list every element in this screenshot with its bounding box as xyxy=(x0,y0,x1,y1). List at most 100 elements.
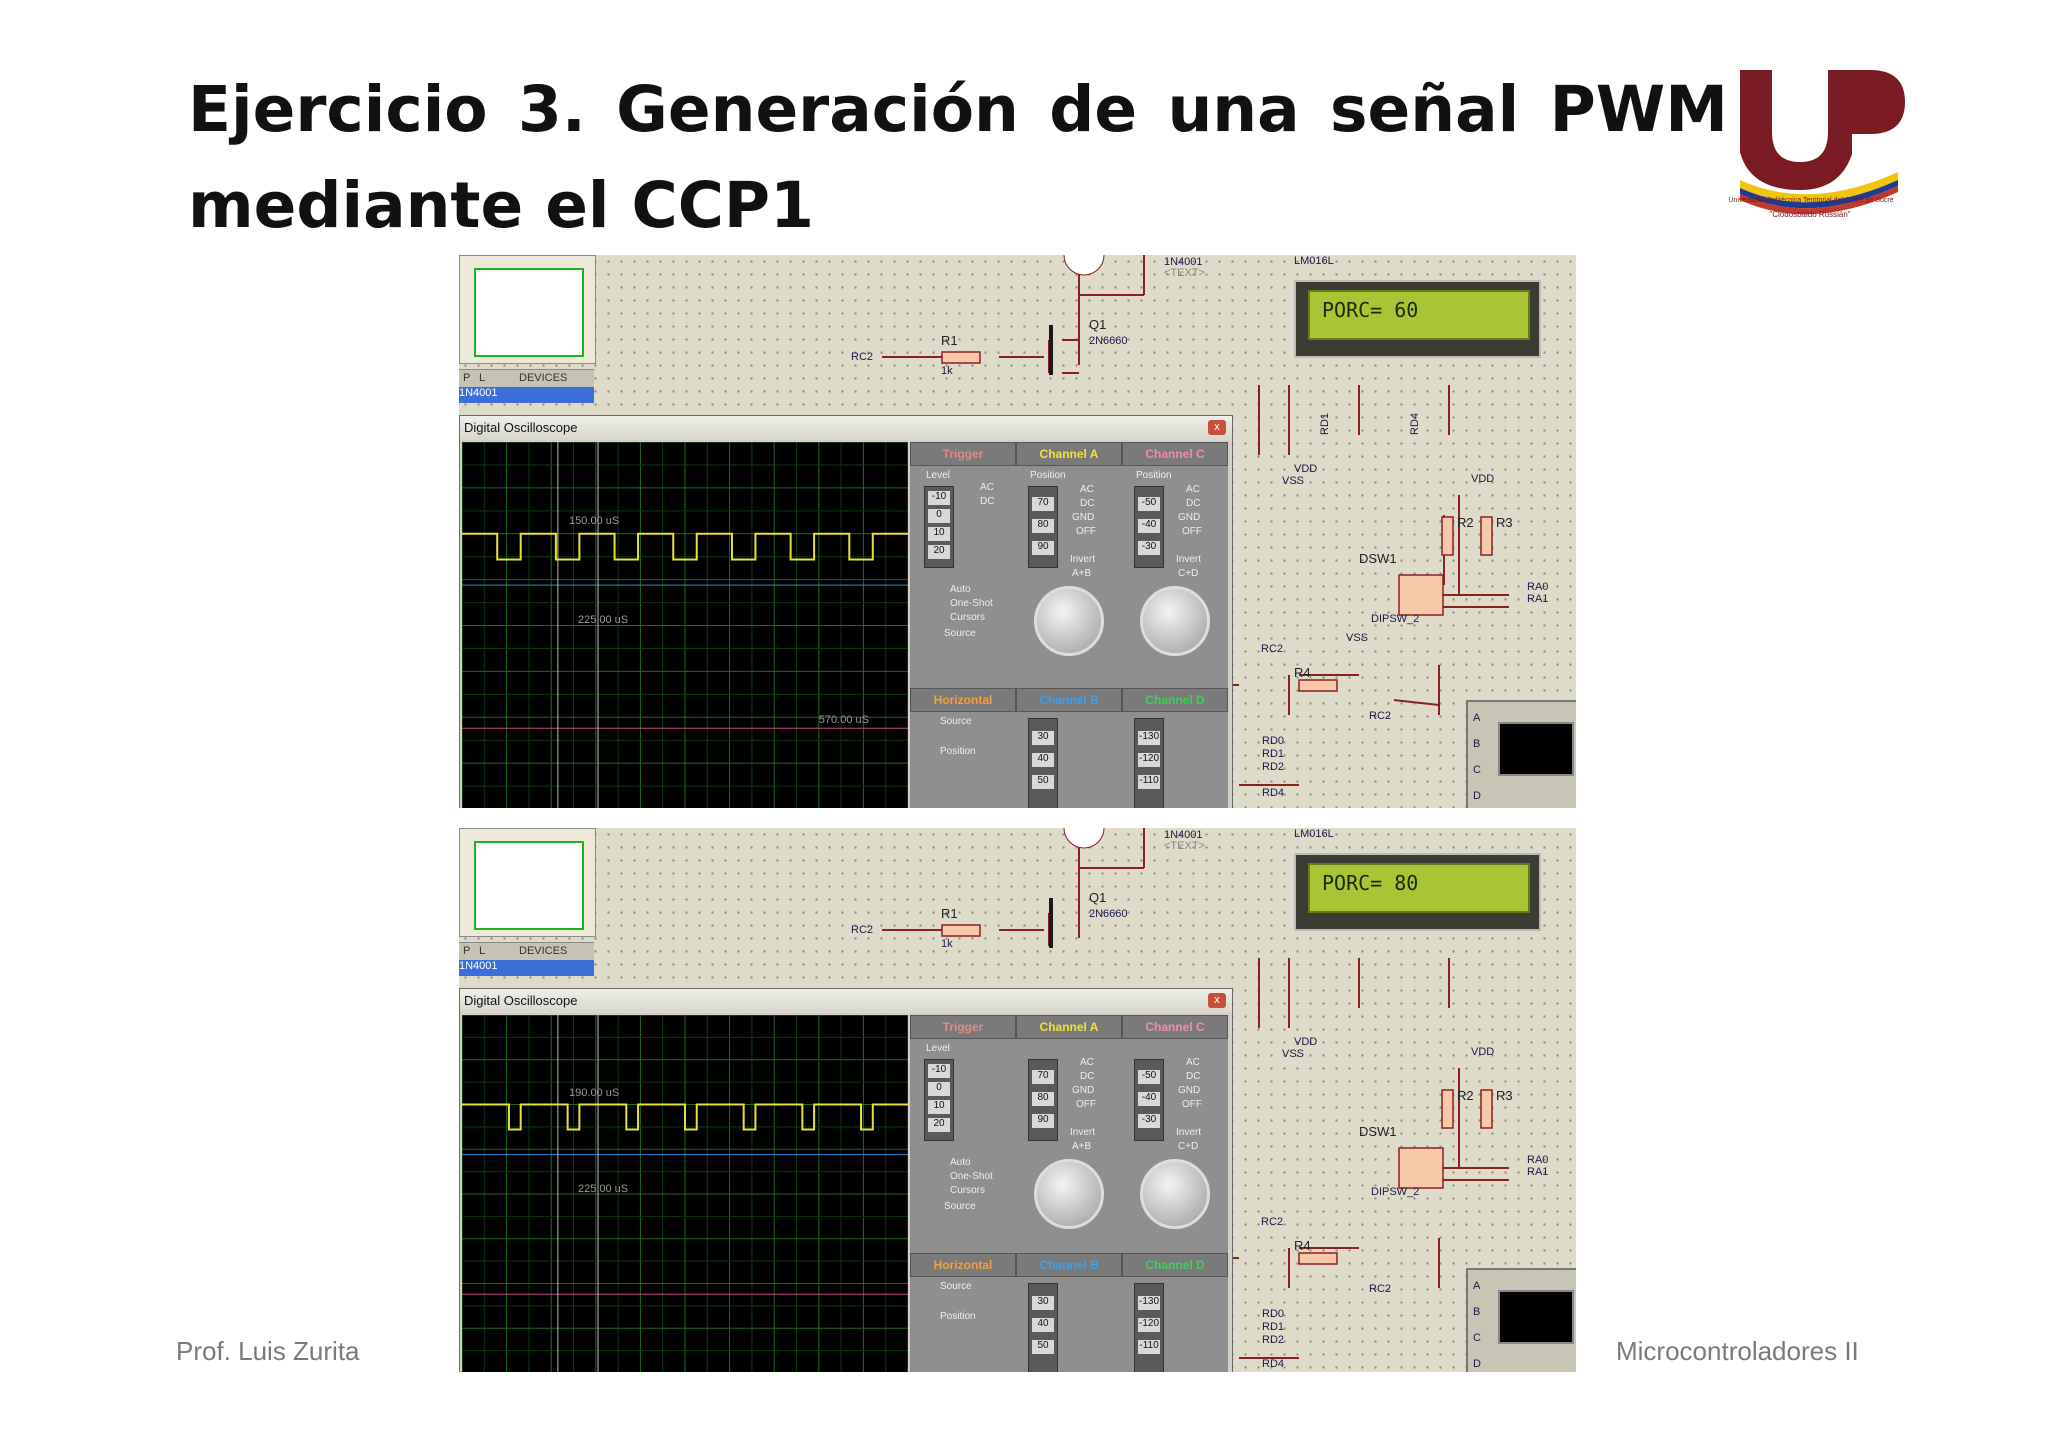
rd-out: RD0 xyxy=(1262,1308,1285,1320)
coupling-dc[interactable]: DC xyxy=(1080,498,1095,509)
lcd-display: PORC= 60 xyxy=(1294,280,1541,358)
c-plus-d-label[interactable]: C+D xyxy=(1178,1141,1199,1152)
ac-label[interactable]: AC xyxy=(980,482,994,493)
channel-d-position-slider[interactable]: -130 -120 -110 xyxy=(1134,1283,1164,1372)
trigger-level-slider[interactable]: -10 0 10 20 xyxy=(924,486,954,568)
vdd-label: VDD xyxy=(1294,1036,1318,1048)
slider-tick: 40 xyxy=(1032,753,1054,767)
cursor-readout: 190.00 uS xyxy=(569,1086,620,1099)
invert-label[interactable]: Invert xyxy=(1176,554,1202,565)
oscilloscope-component[interactable]: A B C D xyxy=(1466,700,1576,808)
slide-title: Ejercicio 3. Generación de una señal PWM… xyxy=(188,62,1728,254)
horizontal-header: Horizontal xyxy=(910,688,1016,712)
coupling-dc[interactable]: DC xyxy=(1186,498,1201,509)
cursors-label[interactable]: Cursors xyxy=(950,1185,986,1196)
transistor-label: Q1 xyxy=(1089,317,1107,332)
coupling-gnd[interactable]: GND xyxy=(1178,1085,1201,1096)
title-word: de xyxy=(1049,73,1138,146)
osc-pin: C xyxy=(1473,764,1481,776)
a-plus-b-label[interactable]: A+B xyxy=(1072,568,1092,579)
dc-label[interactable]: DC xyxy=(980,496,995,507)
close-button[interactable]: x xyxy=(1208,993,1226,1008)
channel-d-position-slider[interactable]: -130 -120 -110 xyxy=(1134,718,1164,808)
pick-button[interactable]: P xyxy=(463,945,471,957)
c-plus-d-label[interactable]: C+D xyxy=(1178,568,1199,579)
rc2-label: RC2 xyxy=(1369,1283,1392,1295)
rc2-label: RC2 xyxy=(1261,643,1284,655)
coupling-ac[interactable]: AC xyxy=(1080,484,1094,495)
cursor-readout: 570.00 uS xyxy=(818,713,869,726)
trigger-header: Trigger xyxy=(910,442,1016,466)
coupling-gnd[interactable]: GND xyxy=(1072,512,1095,523)
slider-tick: 80 xyxy=(1032,1092,1054,1106)
coupling-gnd[interactable]: GND xyxy=(1072,1085,1095,1096)
slider-tick: -50 xyxy=(1138,497,1160,511)
devices-label: DEVICES xyxy=(519,945,568,957)
channel-c-position-slider[interactable]: -50 -40 -30 xyxy=(1134,1059,1164,1141)
osc-pin: B xyxy=(1473,738,1481,750)
position-label: Position xyxy=(1136,470,1172,481)
coupling-gnd[interactable]: GND xyxy=(1178,512,1201,523)
channel-c-volts-knob[interactable] xyxy=(1140,586,1210,656)
coupling-dc[interactable]: DC xyxy=(1080,1071,1095,1082)
invert-label[interactable]: Invert xyxy=(1176,1127,1202,1138)
a-plus-b-label[interactable]: A+B xyxy=(1072,1141,1092,1152)
coupling-ac[interactable]: AC xyxy=(1186,484,1200,495)
slider-tick: 50 xyxy=(1032,1340,1054,1354)
coupling-off[interactable]: OFF xyxy=(1182,526,1202,537)
overview-minimap[interactable] xyxy=(459,828,596,937)
overview-minimap[interactable] xyxy=(459,255,596,364)
scope-screen[interactable]: 190.00 uS 225.00 uS xyxy=(462,1015,908,1372)
slider-tick: -10 xyxy=(928,1064,950,1078)
coupling-dc[interactable]: DC xyxy=(1186,1071,1201,1082)
coupling-off[interactable]: OFF xyxy=(1076,526,1096,537)
coupling-ac[interactable]: AC xyxy=(1080,1057,1094,1068)
auto-label[interactable]: Auto xyxy=(950,1157,971,1168)
channel-a-position-slider[interactable]: 70 80 90 xyxy=(1028,486,1058,568)
oscilloscope-component[interactable]: A B C D xyxy=(1466,1268,1576,1372)
cursor-readout: 225.00 uS xyxy=(577,1183,629,1196)
close-button[interactable]: x xyxy=(1208,420,1226,435)
pick-button[interactable]: P xyxy=(463,372,471,384)
r1-label: R1 xyxy=(941,333,958,348)
channel-b-position-slider[interactable]: 30 40 50 xyxy=(1028,1283,1058,1372)
coupling-ac[interactable]: AC xyxy=(1186,1057,1200,1068)
invert-label[interactable]: Invert xyxy=(1070,554,1096,565)
channel-b-position-slider[interactable]: 30 40 50 xyxy=(1028,718,1058,808)
channel-c-volts-knob[interactable] xyxy=(1140,1159,1210,1229)
coupling-off[interactable]: OFF xyxy=(1182,1099,1202,1110)
channel-a-volts-knob[interactable] xyxy=(1034,586,1104,656)
coupling-off[interactable]: OFF xyxy=(1076,1099,1096,1110)
dsw-label: DSW1 xyxy=(1359,1124,1397,1139)
slider-tick: 40 xyxy=(1032,1318,1054,1332)
invert-label[interactable]: Invert xyxy=(1070,1127,1096,1138)
trigger-level-slider[interactable]: -10 0 10 20 xyxy=(924,1059,954,1141)
auto-label[interactable]: Auto xyxy=(950,584,971,595)
position-label: Position xyxy=(1030,470,1066,481)
one-shot-label[interactable]: One-Shot xyxy=(950,598,993,609)
channel-a-position-slider[interactable]: 70 80 90 xyxy=(1028,1059,1058,1141)
device-list-item[interactable]: 1N4001 xyxy=(459,387,594,403)
title-word: una xyxy=(1167,73,1300,146)
one-shot-label[interactable]: One-Shot xyxy=(950,1171,993,1182)
schematic-wires xyxy=(882,255,1509,786)
source-label: Source xyxy=(944,628,976,639)
channel-d-header: Channel D xyxy=(1122,1253,1228,1277)
device-list-item[interactable]: 1N4001 xyxy=(459,960,594,976)
trigger-header: Trigger xyxy=(910,1015,1016,1039)
channel-a-volts-knob[interactable] xyxy=(1034,1159,1104,1229)
cursors-label[interactable]: Cursors xyxy=(950,612,986,623)
slider-tick: 30 xyxy=(1032,731,1054,745)
channel-c-position-slider[interactable]: -50 -40 -30 xyxy=(1134,486,1164,568)
title-word: Generación xyxy=(616,73,1019,146)
footer-course: Microcontroladores II xyxy=(1616,1336,1859,1366)
library-button[interactable]: L xyxy=(479,372,486,384)
library-button[interactable]: L xyxy=(479,945,486,957)
position-label: Position xyxy=(940,1311,976,1322)
lcd-model: LM016L xyxy=(1294,255,1334,267)
slider-tick: 90 xyxy=(1032,541,1054,555)
channel-d-header: Channel D xyxy=(1122,688,1228,712)
